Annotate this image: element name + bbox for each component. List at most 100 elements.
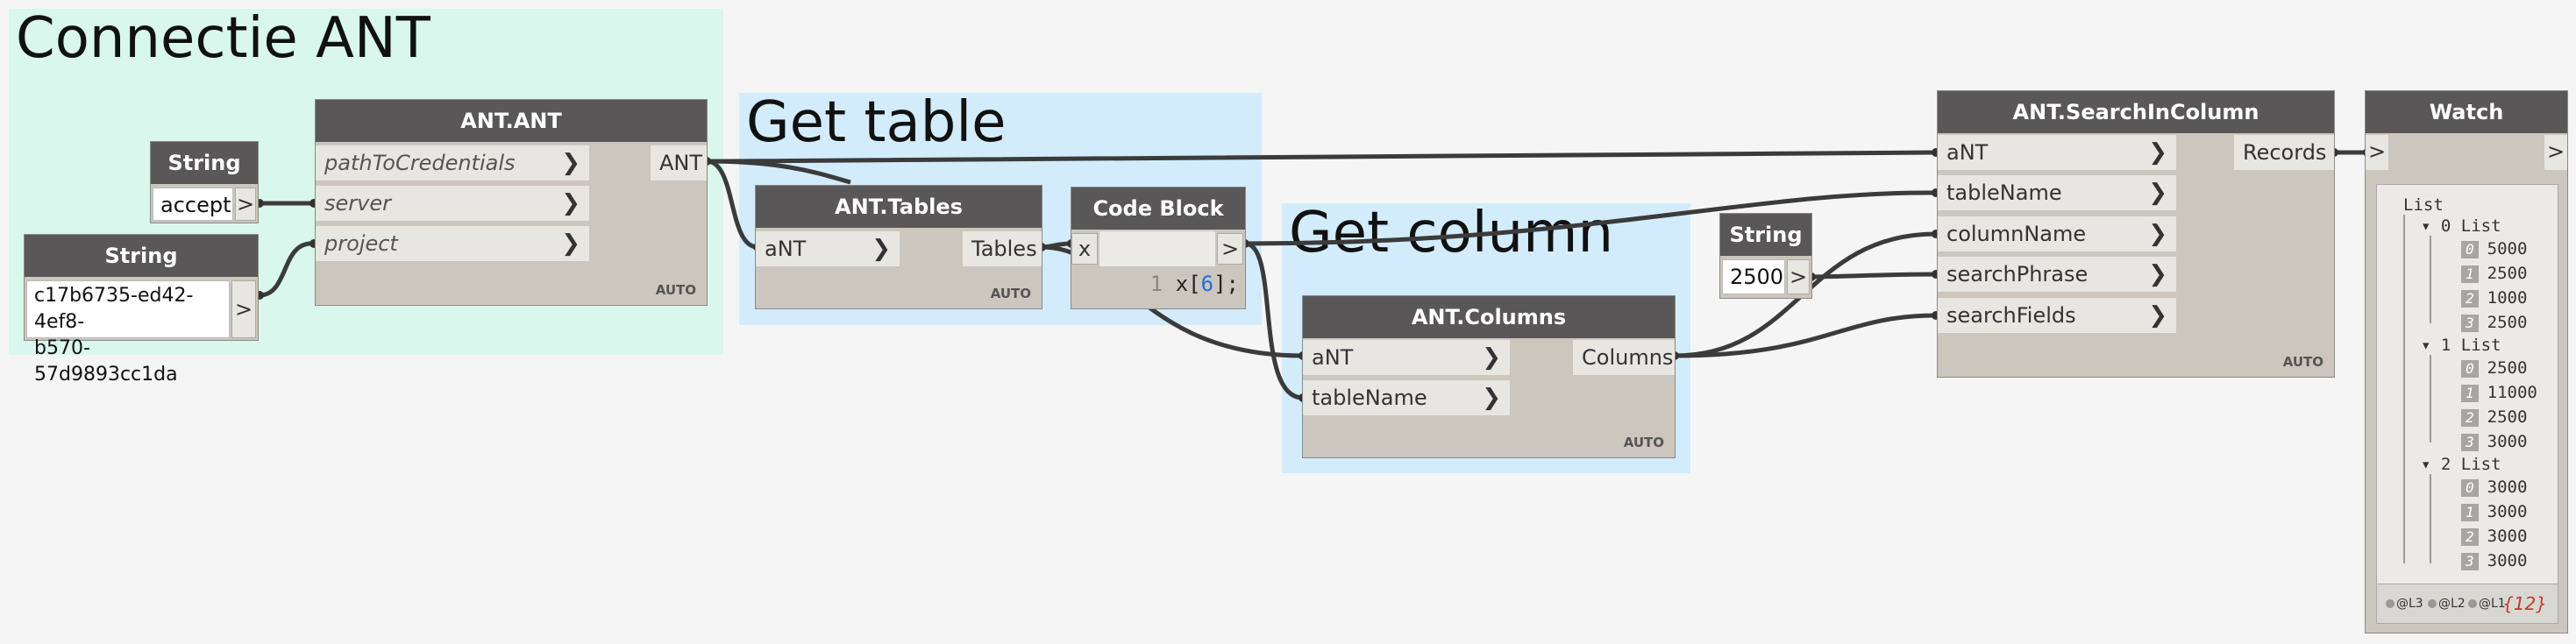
group-title: Get table (746, 90, 1007, 155)
tree-line (2430, 474, 2431, 563)
node-title: String (25, 235, 258, 277)
output-port-ANT[interactable]: ANT (651, 145, 707, 180)
chevron-right-icon: ❯ (2148, 180, 2167, 206)
output-port[interactable]: > (1217, 233, 1243, 265)
group-title: Get column (1289, 201, 1613, 265)
chevron-right-icon: ❯ (561, 230, 580, 257)
code-block-node[interactable]: Code Block x 1 x[6]; > (1071, 188, 1245, 308)
port-label: server (324, 191, 391, 216)
port-label: searchFields (1946, 303, 2076, 328)
node-title: ANT.SearchInColumn (1938, 91, 2334, 133)
input-port-tableName[interactable]: tableName ❯ (1303, 380, 1510, 415)
node-title: ANT.Tables (756, 186, 1042, 228)
level-indicator[interactable]: @L3 (2386, 597, 2423, 611)
chevron-right-icon: ❯ (561, 190, 580, 216)
port-label: aNT (765, 237, 807, 261)
string-node-accept[interactable]: String accept > (151, 142, 258, 223)
node-title: Watch (2366, 91, 2567, 133)
chevron-right-icon: ❯ (2148, 139, 2167, 166)
chevron-right-icon: ❯ (1482, 385, 1501, 411)
list-root-label: List (2403, 195, 2444, 215)
port-label: searchPhrase (1946, 262, 2089, 287)
auto-label: AUTO (1623, 435, 1664, 450)
tree-line (2403, 215, 2405, 563)
string-value-line: b570-57d9893cc1da (34, 337, 178, 386)
port-label: pathToCredentials (324, 151, 516, 175)
ant-tables-node[interactable]: ANT.Tables aNT❯ Tables AUTO (756, 186, 1042, 308)
auto-label: AUTO (2282, 354, 2323, 370)
port-label: aNT (1312, 345, 1354, 370)
string-value-field[interactable]: accept (153, 188, 233, 221)
string-value-line: c17b6735-ed42-4ef8- (34, 285, 194, 333)
code-literal: 6 (1200, 272, 1214, 296)
input-port-aNT[interactable]: aNT❯ (1938, 135, 2176, 170)
line-number: 1 (1149, 272, 1163, 296)
item-count: {12} (2502, 593, 2547, 614)
ant-columns-node[interactable]: ANT.Columns aNT ❯ tableName ❯ Columns AUTO (1303, 296, 1675, 457)
code-pre: x[ (1175, 272, 1201, 296)
chevron-right-icon: ❯ (872, 236, 891, 262)
code-post: ]; (1213, 272, 1239, 296)
input-port[interactable]: > (2366, 135, 2388, 170)
code-editor[interactable]: 1 x[6]; (1099, 231, 1239, 296)
output-port[interactable]: > (1787, 259, 1810, 294)
auto-label: AUTO (655, 282, 696, 298)
port-label: tableName (1946, 180, 2062, 205)
ant-ant-node[interactable]: ANT.ANT pathToCredentials ❯ server ❯ proje… (316, 100, 707, 305)
input-port-searchFields[interactable]: searchFields ❯ (1938, 298, 2176, 333)
output-port[interactable]: > (2544, 135, 2567, 170)
input-port-tableName[interactable]: tableName ❯ (1938, 175, 2176, 210)
output-port[interactable]: > (231, 280, 256, 338)
string-node-id[interactable]: String c17b6735-ed42-4ef8- b570-57d9893c… (25, 235, 258, 386)
list-header[interactable]: ▾ 1 List (2421, 336, 2501, 355)
input-port-server[interactable]: server ❯ (316, 186, 589, 221)
output-port-Columns[interactable]: Columns (1573, 340, 1675, 375)
ant-searchincolumn-node[interactable]: ANT.SearchInColumn aNT❯ tableName ❯ colum… (1938, 91, 2334, 377)
port-label: project (324, 231, 398, 256)
list-header[interactable]: ▾ 0 List (2421, 216, 2501, 236)
level-indicator[interactable]: @L2 (2428, 597, 2466, 611)
list-header[interactable]: ▾ 2 List (2421, 455, 2501, 474)
port-label: tableName (1312, 386, 1427, 410)
output-port-Tables[interactable]: Tables (963, 231, 1042, 266)
input-port-pathToCredentials[interactable]: pathToCredentials ❯ (316, 145, 589, 180)
node-title: String (151, 142, 258, 184)
output-port-Records[interactable]: Records (2234, 135, 2334, 170)
input-port-searchPhrase[interactable]: searchPhrase❯ (1938, 257, 2176, 292)
chevron-right-icon: ❯ (561, 150, 580, 176)
group-title: Connectie ANT (16, 6, 431, 71)
node-title: ANT.ANT (316, 100, 707, 142)
level-indicator[interactable]: @L1 (2468, 597, 2506, 611)
input-port-aNT[interactable]: aNT ❯ (756, 231, 900, 266)
input-port-aNT[interactable]: aNT ❯ (1303, 340, 1510, 375)
tree-line (2430, 355, 2431, 442)
output-port[interactable]: > (235, 188, 256, 221)
tree-line (2430, 236, 2431, 323)
watch-footer: @L3 @L2 @L1 {12} (2377, 584, 2558, 623)
string-value-field[interactable]: 2500 (1722, 259, 1785, 294)
chevron-right-icon: ❯ (1482, 344, 1501, 371)
string-node-2500[interactable]: String 2500 > (1720, 214, 1811, 298)
string-value-field[interactable]: c17b6735-ed42-4ef8- b570-57d9893cc1da (26, 280, 230, 386)
input-port-columnName[interactable]: columnName❯ (1938, 216, 2176, 251)
input-port-x[interactable]: x (1071, 233, 1098, 265)
node-title: ANT.Columns (1303, 296, 1675, 338)
port-label: columnName (1946, 222, 2087, 246)
node-title: Code Block (1071, 188, 1245, 230)
input-port-project[interactable]: project ❯ (316, 226, 589, 261)
chevron-right-icon: ❯ (2148, 302, 2167, 329)
